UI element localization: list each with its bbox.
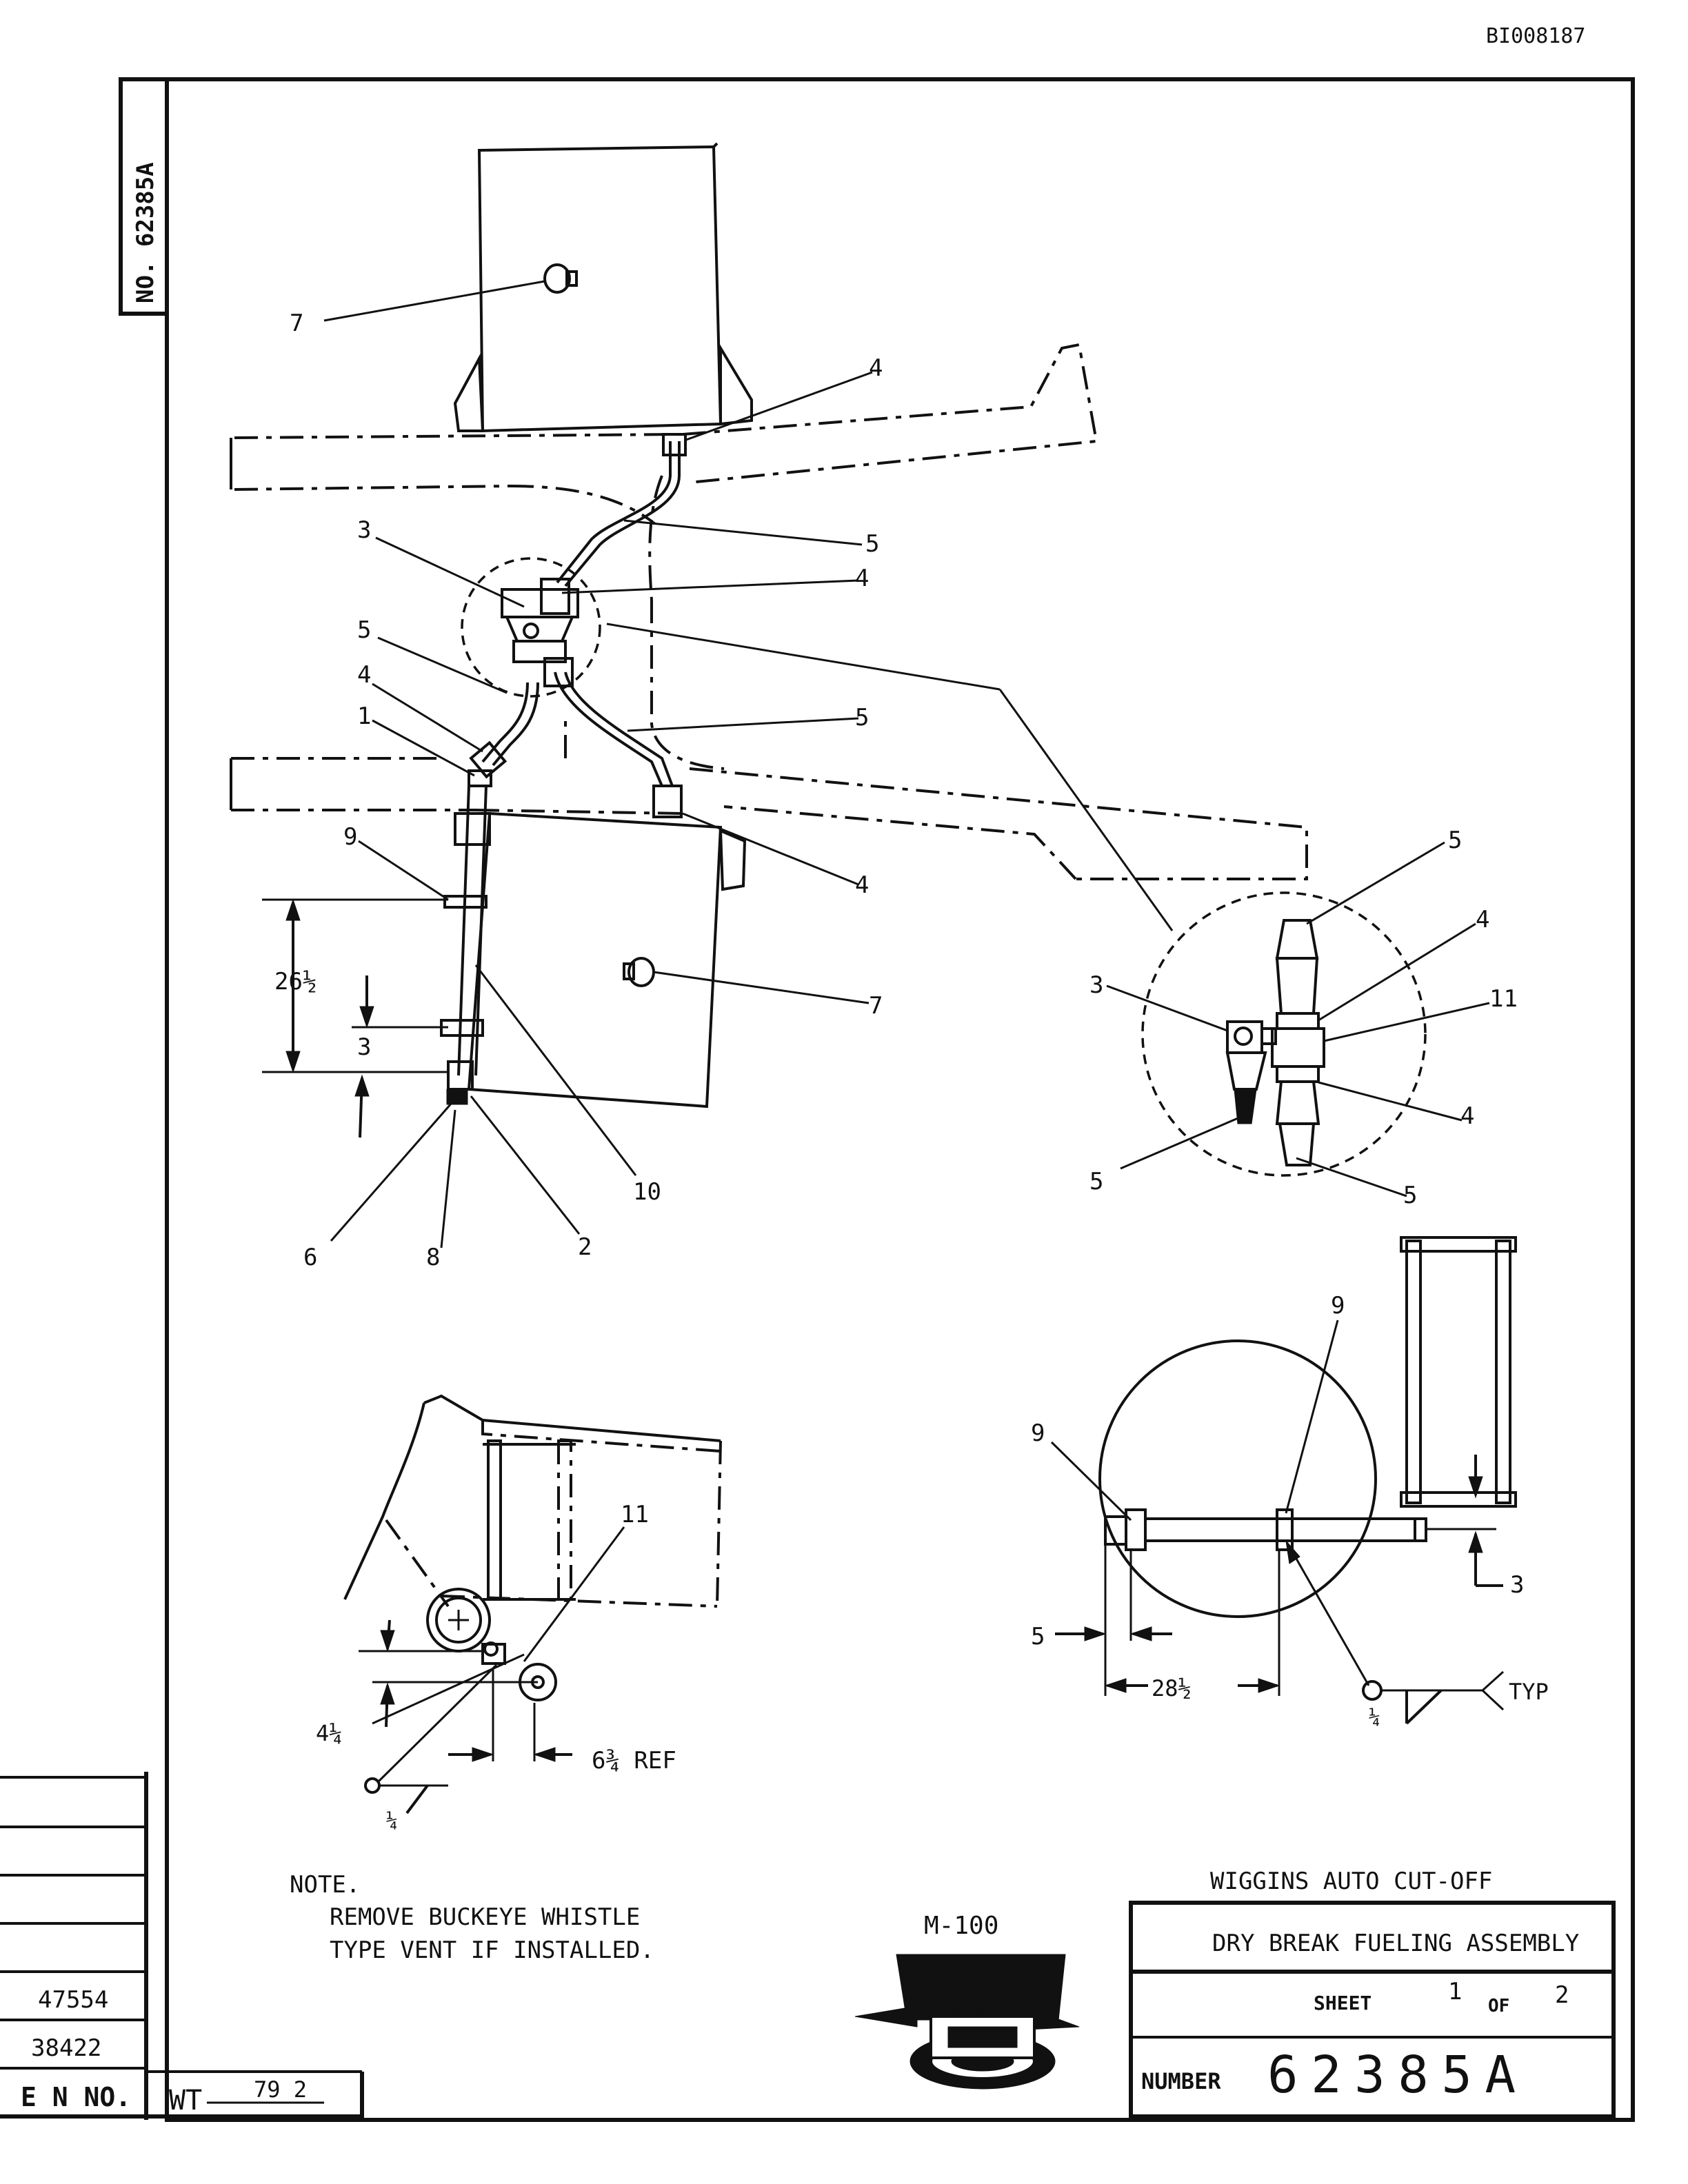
callout-1: 1 [357, 702, 371, 730]
callout-3-tank: 3 [1510, 1571, 1524, 1599]
note-line-1: REMOVE BUCKEYE WHISTLE [330, 1903, 640, 1931]
callout-5-left-hose: 5 [357, 616, 371, 644]
upper-fuel-tank [453, 142, 753, 433]
revision-block: 47554 38422 E N NO. WT 79 2 [0, 1772, 364, 2120]
side-drawing-number: NO. 62385A [132, 162, 159, 303]
callout-3-detail: 3 [1089, 971, 1103, 999]
callout-4-top: 4 [869, 354, 883, 382]
weld-size-left: ¼ [386, 1809, 398, 1832]
title-above: WIGGINS AUTO CUT-OFF [1210, 1868, 1492, 1895]
leader-lines-valve-detail [1106, 841, 1490, 1197]
note-heading: NOTE. [290, 1871, 360, 1899]
bracket-side-view [343, 1394, 722, 1814]
callout-5-tank: 5 [1031, 1623, 1045, 1650]
sheet-number: 1 [1448, 1978, 1462, 2005]
detail-circle-valve [461, 557, 601, 698]
fuel-hoses [481, 441, 681, 787]
dim-28-half-label: 28½ [1152, 1675, 1192, 1701]
callout-11-bracket: 11 [621, 1501, 649, 1528]
callout-5-detail-bottom: 5 [1403, 1182, 1417, 1209]
logo-brand: UNIT RIG [905, 1962, 1056, 2009]
callout-4-lower: 4 [855, 871, 869, 899]
callout-9-main: 9 [343, 823, 357, 851]
revision-47554: 47554 [38, 1986, 108, 2014]
sheet-label: SHEET [1314, 1992, 1372, 2014]
en-no-label: E N NO. [21, 2082, 131, 2112]
valve-detail-view [1141, 891, 1427, 1177]
leader-lines-main [323, 280, 1174, 1248]
lower-fuel-tank [467, 811, 747, 1109]
callout-11-detail: 11 [1489, 985, 1518, 1013]
callout-9-tank-left: 9 [1031, 1419, 1045, 1447]
weld-size-right: ¼ [1369, 1706, 1380, 1728]
wt-value: 79 2 [254, 2076, 307, 2103]
wt-label: WT [169, 2085, 202, 2116]
callout-2: 2 [578, 1233, 592, 1261]
callout-8: 8 [426, 1244, 440, 1271]
tank-end-view [1050, 1236, 1517, 1725]
callout-7-upper: 7 [290, 310, 303, 337]
fill-pipe [440, 785, 491, 1105]
callout-4-valve: 4 [855, 565, 869, 592]
logo-model: M-100 [924, 1912, 998, 1940]
drawing-title: DRY BREAK FUELING ASSEMBLY [1212, 1930, 1579, 1957]
logo-sub: EQUIPMENT CO. [941, 2004, 1027, 2017]
callout-5-detail-left: 5 [1089, 1168, 1103, 1195]
callout-5-detail-top: 5 [1448, 827, 1462, 854]
callout-9-tank-top: 9 [1331, 1292, 1345, 1320]
truck-frame [230, 343, 1308, 880]
dim-3-label: 3 [357, 1033, 371, 1061]
callout-5-upper-hose: 5 [865, 530, 879, 558]
callout-7-lower: 7 [869, 992, 883, 1020]
dim-26-half-label: 26½ [274, 968, 316, 995]
revision-38422: 38422 [31, 2034, 101, 2062]
sheet-total: 2 [1555, 1981, 1569, 2009]
unit-rig-logo: M-100 UNIT RIG EQUIPMENT CO. [854, 1912, 1080, 2090]
callout-4-left: 4 [357, 661, 371, 689]
sheet-border: NO. 62385A [119, 77, 1635, 2122]
dim-6-three-quarter-ref: 6¾ REF [592, 1747, 676, 1775]
document-code: BI008187 [1486, 24, 1586, 48]
of-label: OF [1488, 1996, 1509, 2016]
callout-10: 10 [633, 1178, 661, 1206]
dim-4-quarter-label: 4¼ [316, 1720, 343, 1746]
callout-4-detail-top: 4 [1476, 906, 1489, 933]
callout-3-main: 3 [357, 516, 371, 544]
drawing-number: 62385A [1267, 2045, 1516, 2105]
title-block: WIGGINS AUTO CUT-OFF DRY BREAK FUELING A… [1129, 1868, 1616, 2119]
dimension-26-half [262, 898, 448, 1138]
weld-typ-label: TYP [1509, 1679, 1549, 1705]
note-line-2: TYPE VENT IF INSTALLED. [330, 1937, 654, 1964]
callout-4-detail-bottom: 4 [1460, 1102, 1474, 1130]
callout-5-lower-hose: 5 [855, 704, 869, 731]
number-label: NUMBER [1141, 2068, 1221, 2094]
callout-6: 6 [303, 1244, 317, 1271]
dry-break-valve [501, 578, 579, 687]
